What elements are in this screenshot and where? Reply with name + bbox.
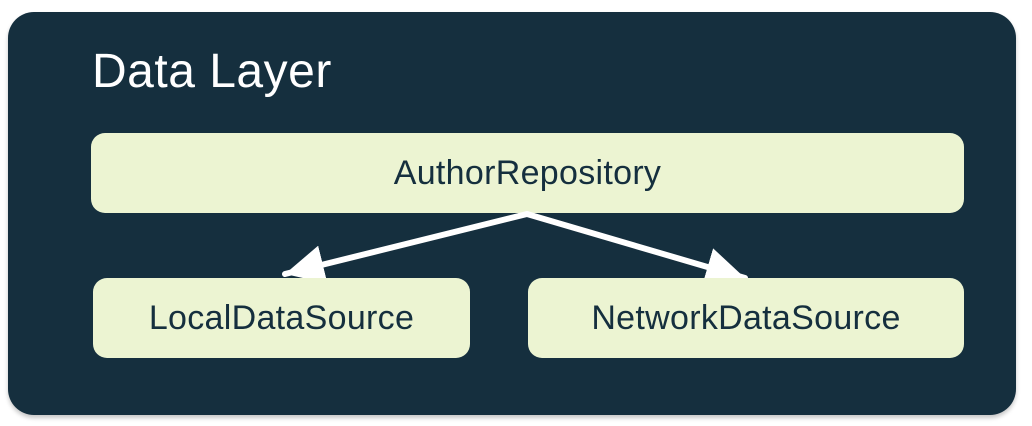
arrow-repository-to-network bbox=[524, 211, 748, 286]
node-network-data-source: NetworkDataSource bbox=[528, 278, 964, 358]
node-local-data-source: LocalDataSource bbox=[93, 278, 470, 358]
group-title: Data Layer bbox=[92, 45, 332, 98]
data-layer-group: Data Layer AuthorRepository LocalDataSou… bbox=[8, 12, 1016, 415]
node-network-data-source-label: NetworkDataSource bbox=[591, 298, 901, 337]
node-author-repository-label: AuthorRepository bbox=[393, 153, 662, 192]
arrow-repository-to-local bbox=[282, 211, 530, 284]
node-local-data-source-label: LocalDataSource bbox=[148, 298, 415, 337]
node-author-repository: AuthorRepository bbox=[91, 133, 964, 213]
